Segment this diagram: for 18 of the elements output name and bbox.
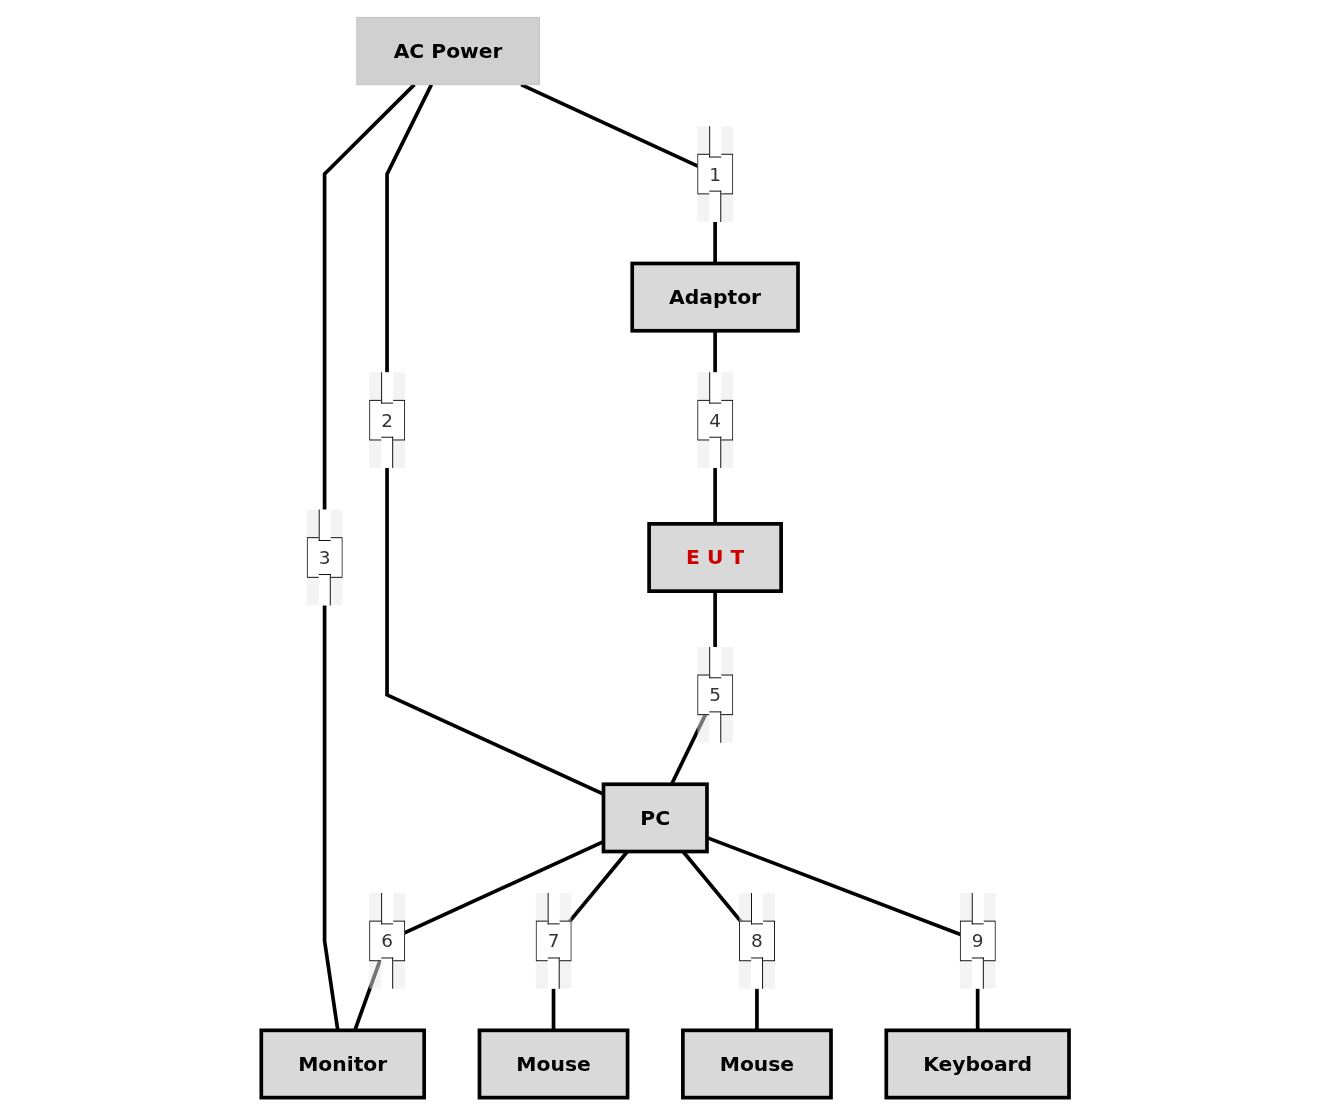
edge-label: 8 bbox=[751, 929, 764, 952]
edge-label: 5 bbox=[709, 683, 722, 706]
node-box: Monitor bbox=[259, 1028, 427, 1100]
edge-label: 1 bbox=[709, 163, 722, 186]
node-box: AC Power bbox=[356, 16, 541, 86]
node-box: E U T bbox=[647, 522, 784, 593]
connector bbox=[323, 83, 416, 1031]
node-box: PC bbox=[602, 782, 710, 854]
node-box: Keyboard bbox=[884, 1028, 1072, 1100]
edge-label: 9 bbox=[972, 929, 984, 952]
edge-label: 6 bbox=[381, 929, 394, 952]
node-box: Mouse bbox=[477, 1028, 630, 1100]
edge-label: 2 bbox=[381, 409, 394, 432]
edge-label: 3 bbox=[319, 546, 331, 569]
node-box: Adaptor bbox=[630, 261, 801, 333]
edge-label: 4 bbox=[709, 409, 722, 432]
edge-label: 7 bbox=[548, 929, 560, 952]
node-box: Mouse bbox=[681, 1028, 834, 1100]
